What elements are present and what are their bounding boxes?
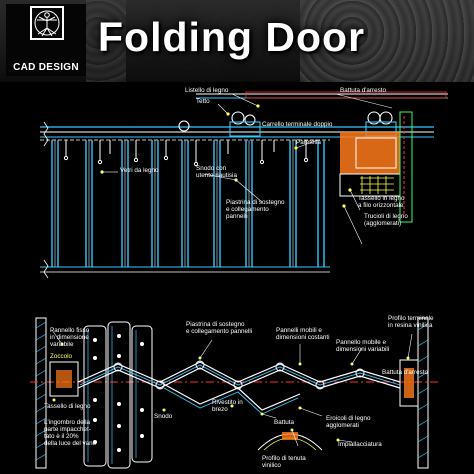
label-piastrina-plan: Piastrina di sostegno e collegamento pan…	[186, 321, 252, 335]
label-impiallacciatura: Impiallacciatura	[338, 441, 382, 448]
label-ingombro-l2: parte impacchet-	[44, 426, 91, 433]
header-banner: CAD DESIGN Folding Door	[0, 0, 474, 82]
label-snodo: Snodo con utente riautisia	[196, 165, 237, 179]
label-profilo-tenuta-l1: Profilo di tenuta	[262, 455, 306, 462]
label-piastrina-l1: Piastrina di sostegno	[226, 199, 285, 206]
label-pannelli-mobili-l1: Pannelli mobili e	[276, 327, 322, 334]
label-tassello: Tassello in legno a filo orizzontale	[358, 195, 406, 209]
label-vetri: Vetri da legno	[120, 167, 159, 174]
label-trucioli-l2: (agglomerati)	[364, 220, 401, 227]
label-tetto: Tetto	[196, 98, 210, 105]
label-pannelli-mobili-l2: dimensioni costanti	[276, 334, 330, 341]
label-tassello-legno: Tassello di legno	[44, 403, 91, 410]
label-snodo-l2: utente riautisia	[196, 172, 237, 179]
label-eroicoli: Eroicoli di legno agglomerati	[326, 415, 372, 429]
label-profilo-tenuta-l2: vinilico	[262, 462, 281, 469]
label-pannello-fisso-l2: in dimensione	[50, 334, 89, 341]
logo-text: CAD DESIGN	[13, 62, 79, 73]
label-battuta: Battuta	[274, 419, 294, 426]
label-snodo-plan: Snodo	[154, 413, 173, 420]
label-piastrina-l3: pannelli	[226, 213, 248, 220]
label-profilo-terminale-l2: in resina vinilica	[388, 322, 433, 329]
banner-relief-left	[86, 0, 126, 82]
label-pannello-fisso-l1: Pannello fisso	[50, 327, 90, 334]
label-rivestito-l1: Rivestito in	[212, 399, 243, 406]
logo: CAD DESIGN	[6, 4, 86, 76]
label-pannelli-mobili: Pannelli mobili e dimensioni costanti	[276, 327, 330, 341]
label-pannello-fisso: Pannello fisso in dimensione variabile	[50, 327, 91, 348]
label-eroicoli-l2: agglomerati	[326, 422, 359, 429]
elevation-section-drawing: Listello di legno Tetto Battuta d'arrest…	[40, 87, 448, 279]
label-profilo-terminale: Profilo terminale in resina vinilica	[388, 315, 435, 329]
label-pannello-fisso-l3: variabile	[50, 341, 74, 348]
label-carrello: Carrello terminale doppio	[262, 121, 333, 128]
label-tassello-l2: a filo orizzontale	[358, 202, 404, 209]
label-tassello-l1: Tassello in legno	[358, 195, 405, 202]
label-battuta-arresto: Battuta d'arresto	[382, 369, 429, 376]
label-profilo-terminale-l1: Profilo terminale	[388, 315, 434, 322]
label-paretella: Paretella	[296, 139, 321, 146]
label-piastrina-l2: e collegamento	[226, 206, 269, 213]
label-pannello-mobile: Pannello mobile e dimensioni variabili	[336, 339, 389, 353]
label-listello: Listello di legno	[185, 87, 229, 94]
label-eroicoli-l1: Eroicoli di legno	[326, 415, 371, 422]
label-piastrina: Piastrina di sostegno e collegamento pan…	[226, 199, 286, 220]
page-title: Folding Door	[98, 14, 366, 60]
label-ingombro-l3: tato è il 20%	[44, 433, 79, 440]
plan-section-drawing: Pannello fisso in dimensione variabile Z…	[30, 315, 440, 469]
vitruvian-man-icon	[30, 6, 64, 40]
label-piastrina-plan-l2: e collegamento pannelli	[186, 328, 252, 335]
label-ingombro-l4: della luce del vano	[44, 440, 97, 447]
label-trucioli-l1: Trucioli di legno	[364, 213, 408, 220]
label-trucioli: Trucioli di legno (agglomerati)	[364, 213, 410, 227]
label-battuta-top: Battuta d'arresto	[340, 87, 387, 94]
label-pannello-mobile-l1: Pannello mobile e	[336, 339, 387, 346]
label-profilo-tenuta: Profilo di tenuta vinilico	[262, 455, 308, 469]
label-ingombro: L'ingombro della parte impacchet- tato è…	[44, 419, 97, 447]
label-snodo-l1: Snodo con	[196, 165, 227, 172]
banner-relief-right	[300, 0, 474, 82]
label-piastrina-plan-l1: Piastrina di sostegno	[186, 321, 245, 328]
label-zoccolo: Zoccolo	[50, 353, 73, 360]
label-rivestito-l2: brezo	[212, 406, 228, 413]
label-rivestito: Rivestito in brezo	[212, 399, 245, 413]
label-pannello-mobile-l2: dimensioni variabili	[336, 346, 389, 353]
label-ingombro-l1: L'ingombro della	[44, 419, 91, 426]
